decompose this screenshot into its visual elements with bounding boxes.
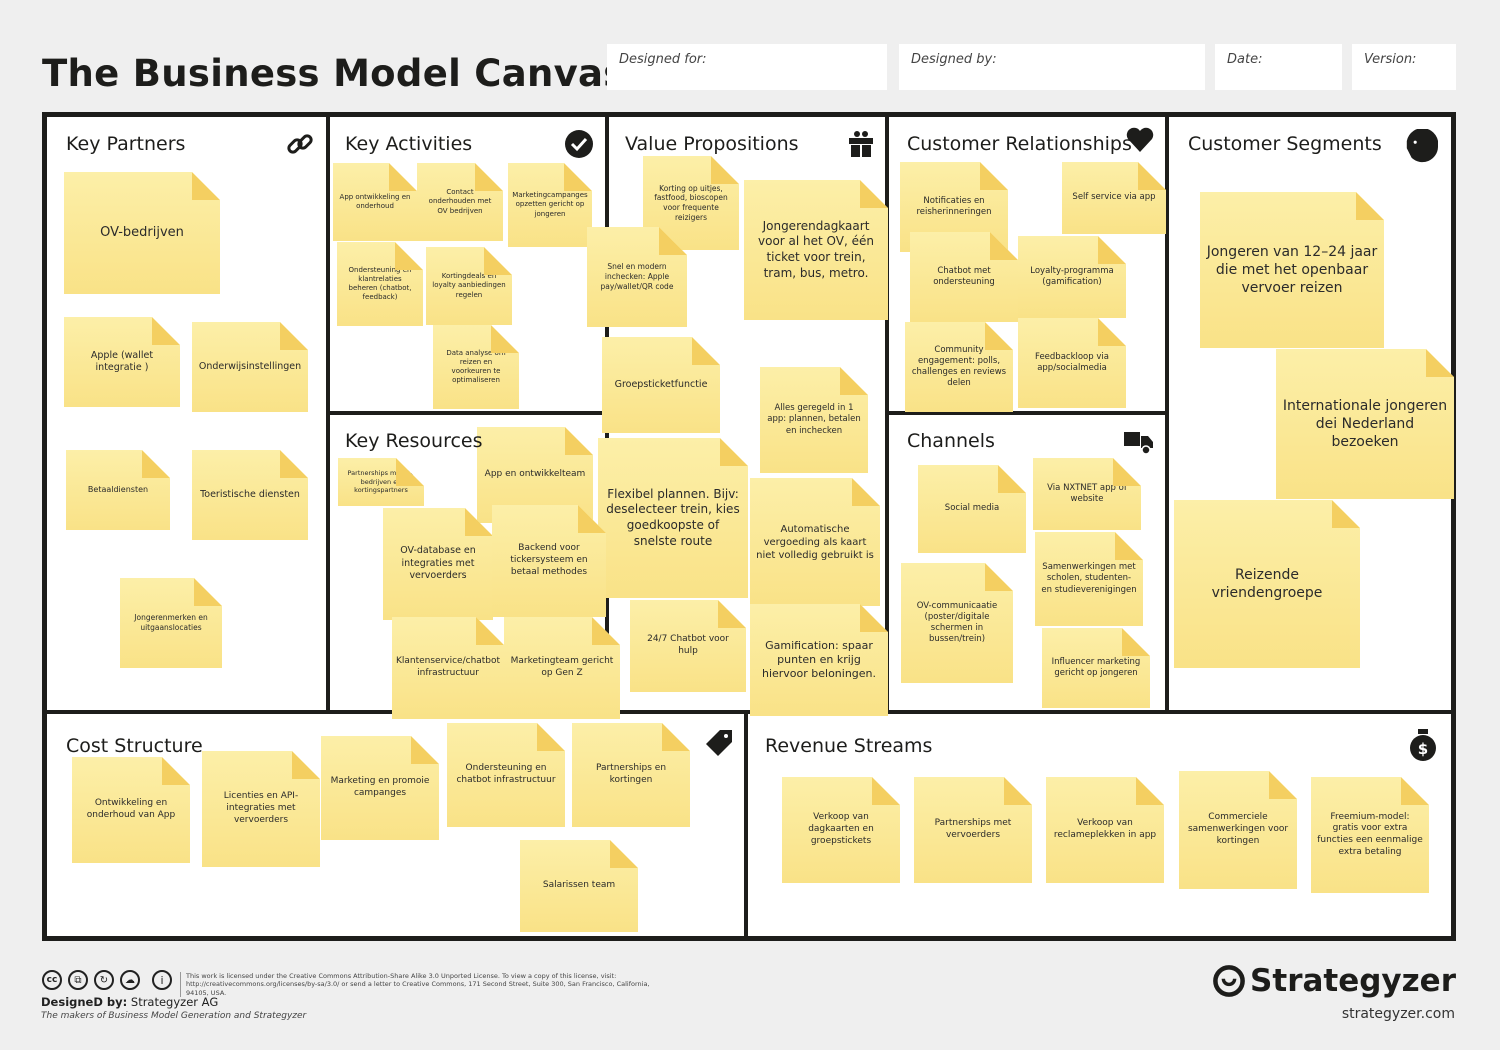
sticky-note-customer-relationships[interactable]: Feedbackloop via app/socialmedia <box>1018 318 1126 408</box>
sticky-note-value-propositions[interactable]: Alles geregeld in 1 app: plannen, betale… <box>760 367 868 473</box>
sticky-note-customer-relationships[interactable]: Community engagement: polls, challenges … <box>905 322 1013 412</box>
sticky-note-revenue-streams[interactable]: Verkoop van reclameplekken in app <box>1046 777 1164 883</box>
sticky-note-revenue-streams[interactable]: Freemium-model: gratis voor extra functi… <box>1311 777 1429 893</box>
share-icon: ⧉ <box>68 970 88 990</box>
sticky-note-channels[interactable]: Influencer marketing gericht op jongeren <box>1042 628 1150 708</box>
sticky-note-customer-relationships[interactable]: Loyalty-programma (gamification) <box>1018 236 1126 318</box>
head-icon <box>1406 129 1438 163</box>
sticky-note-key-activities[interactable]: App ontwikkeling en onderhoud <box>333 163 417 241</box>
sticky-note-customer-relationships[interactable]: Self service via app <box>1062 162 1166 234</box>
date-field[interactable]: Date: <box>1215 44 1342 90</box>
designed-for-field[interactable]: Designed for: <box>607 44 887 90</box>
divider <box>887 411 1167 415</box>
gift-icon <box>849 131 873 157</box>
sticky-note-customer-segments[interactable]: Reizende vriendengroepe <box>1174 500 1360 668</box>
sticky-note-key-resources[interactable]: OV-database en integraties met vervoerde… <box>383 508 493 620</box>
sticky-note-cost-structure[interactable]: Ondersteuning en chatbot infrastructuur <box>447 723 565 827</box>
sticky-note-customer-segments[interactable]: Internationale jongeren dei Nederland be… <box>1276 349 1454 499</box>
money-bag-icon: $ <box>1410 729 1436 761</box>
sticky-note-key-partners[interactable]: OV-bedrijven <box>64 172 220 294</box>
cc-license-icons: cc ⧉ ↻ ☁ i <box>42 970 172 990</box>
sticky-note-channels[interactable]: Social media <box>918 465 1026 553</box>
divider <box>328 411 607 415</box>
sticky-note-key-partners[interactable]: Toeristische diensten <box>192 450 308 540</box>
sticky-note-value-propositions[interactable]: Groepsticketfunctie <box>602 337 720 433</box>
sticky-note-value-propositions[interactable]: Jongerendagkaart voor al het OV, één tic… <box>744 180 888 320</box>
svg-text:$: $ <box>1418 740 1428 758</box>
sticky-note-key-partners[interactable]: Betaaldiensten <box>66 450 170 530</box>
cost-structure-title: Cost Structure <box>66 735 203 757</box>
revenue-streams-title: Revenue Streams <box>765 735 933 757</box>
sticky-note-revenue-streams[interactable]: Partnerships met vervoerders <box>914 777 1032 883</box>
sticky-note-cost-structure[interactable]: Salarissen team <box>520 840 638 932</box>
divider <box>744 712 748 941</box>
heart-icon <box>1126 127 1154 152</box>
sticky-note-cost-structure[interactable]: Ontwikkeling en onderhoud van App <box>72 757 190 863</box>
sticky-note-key-partners[interactable]: Onderwijsinstellingen <box>192 322 308 412</box>
sticky-note-value-propositions[interactable]: Gamification: spaar punten en krijg hier… <box>750 604 888 716</box>
sticky-note-value-propositions[interactable]: Snel en modern inchecken: Apple pay/wall… <box>587 227 687 327</box>
sticky-note-key-resources[interactable]: Backend voor tickersysteem en betaal met… <box>492 505 606 617</box>
truck-icon <box>1124 432 1153 455</box>
sticky-note-customer-segments[interactable]: Jongeren van 12–24 jaar die met het open… <box>1200 192 1384 348</box>
designed-by-field[interactable]: Designed by: <box>899 44 1205 90</box>
sticky-note-value-propositions[interactable]: 24/7 Chatbot voor hulp <box>630 600 746 692</box>
version-field[interactable]: Version: <box>1352 44 1456 90</box>
sticky-note-revenue-streams[interactable]: Commerciele samenwerkingen voor kortinge… <box>1179 771 1297 889</box>
channels-title: Channels <box>907 430 995 452</box>
attribution-icon: i <box>152 970 172 990</box>
sticky-note-key-resources[interactable]: Klantenservice/chatbot infrastructuur <box>392 617 504 719</box>
designed-by-value: Strategyzer AG <box>127 995 219 1009</box>
sticky-note-customer-relationships[interactable]: Chatbot met ondersteuning <box>910 232 1018 322</box>
divider <box>42 710 1456 714</box>
link-icon <box>287 134 313 154</box>
strategyzer-logo-icon <box>1213 965 1245 997</box>
sticky-note-key-partners[interactable]: Apple (wallet integratie ) <box>64 317 180 407</box>
customer-segments-title: Customer Segments <box>1188 133 1382 155</box>
page-title: The Business Model Canvas <box>42 52 626 95</box>
designed-by-label: DesigneD by: <box>41 995 128 1009</box>
designed-by-credit: DesigneD by: Strategyzer AG <box>41 995 218 1009</box>
sticky-note-key-activities[interactable]: Kortingdeals en loyalty aanbiedingen reg… <box>426 247 512 325</box>
sticky-note-cost-structure[interactable]: Licenties en API-integraties met vervoer… <box>202 751 320 867</box>
sticky-note-channels[interactable]: Via NXTNET app of website <box>1033 458 1141 530</box>
sticky-note-revenue-streams[interactable]: Verkoop van dagkaarten en groepstickets <box>782 777 900 883</box>
sticky-note-value-propositions[interactable]: Flexibel plannen. Bijv: deselecteer trei… <box>598 438 748 598</box>
cc-icon: cc <box>42 970 62 990</box>
sticky-note-channels[interactable]: Samenwerkingen met scholen, studenten- e… <box>1035 532 1143 626</box>
remix-icon: ☁ <box>120 970 140 990</box>
price-tag-icon <box>706 730 732 756</box>
key-activities-title: Key Activities <box>345 133 473 155</box>
sharealike-icon: ↻ <box>94 970 114 990</box>
strategyzer-logo: Strategyzer <box>1212 964 1456 998</box>
sticky-note-key-activities[interactable]: Ondersteuning en klantrelaties beheren (… <box>337 242 423 326</box>
divider <box>1165 112 1169 714</box>
sticky-note-value-propositions[interactable]: Automatische vergoeding als kaart niet v… <box>750 478 880 606</box>
key-resources-title: Key Resources <box>345 430 483 452</box>
sticky-note-cost-structure[interactable]: Marketing en promoie campanges <box>321 736 439 840</box>
sticky-note-key-resources[interactable]: Marketingteam gericht op Gen Z <box>504 617 620 719</box>
sticky-note-key-partners[interactable]: Jongerenmerken en uitgaanslocaties <box>120 578 222 668</box>
tagline: The makers of Business Model Generation … <box>41 1011 307 1021</box>
brand-name: Strategyzer <box>1250 962 1456 999</box>
sticky-note-key-activities[interactable]: Marketingcampanges opzetten gericht op j… <box>508 163 592 247</box>
sticky-note-key-activities[interactable]: Data analyse om reizen en voorkeuren te … <box>433 325 519 409</box>
value-propositions-title: Value Propositions <box>625 133 799 155</box>
license-text: This work is licensed under the Creative… <box>180 972 660 998</box>
customer-relationships-title: Customer Relationships <box>907 133 1132 155</box>
checkmark-icon <box>565 130 593 158</box>
sticky-note-channels[interactable]: OV-communicaatie (poster/digitale scherm… <box>901 563 1013 683</box>
brand-url[interactable]: strategyzer.com <box>1341 1006 1455 1022</box>
sticky-note-cost-structure[interactable]: Partnerships en kortingen <box>572 723 690 827</box>
key-partners-title: Key Partners <box>66 133 186 155</box>
